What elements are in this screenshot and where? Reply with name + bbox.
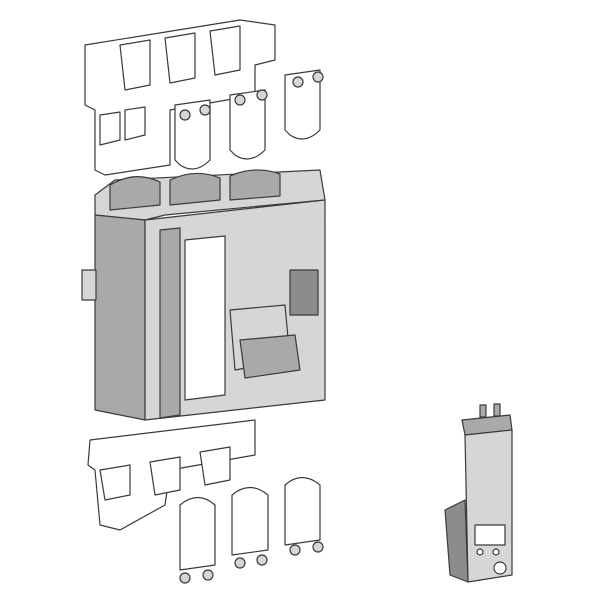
top-terminal-shield <box>84 19 276 176</box>
trip-unit-module <box>444 403 513 583</box>
connector-pin <box>479 404 487 418</box>
bottom-connector-spreaders <box>179 476 324 584</box>
bolt-icon <box>312 541 324 553</box>
setting-dial-icon <box>476 548 484 556</box>
bolt-icon <box>312 71 324 83</box>
trip-unit-window <box>289 269 319 316</box>
bolt-icon <box>292 76 304 88</box>
bolt-icon <box>234 94 246 106</box>
bolt-icon <box>179 109 191 121</box>
bolt-icon <box>256 89 268 101</box>
bottom-terminal-shield <box>87 419 256 531</box>
top-connector-spreaders <box>174 69 324 170</box>
connector-pin <box>493 403 501 417</box>
bolt-icon <box>289 544 301 556</box>
side-handle <box>81 269 97 301</box>
bolt-icon <box>179 572 191 584</box>
bolt-icon <box>202 569 214 581</box>
test-port-icon <box>493 561 507 575</box>
setting-dial-icon <box>492 548 500 556</box>
bolt-icon <box>256 554 268 566</box>
bolt-icon <box>234 557 246 569</box>
circuit-breaker-body <box>81 169 326 421</box>
bolt-icon <box>199 104 211 116</box>
trip-unit-label <box>474 524 506 546</box>
